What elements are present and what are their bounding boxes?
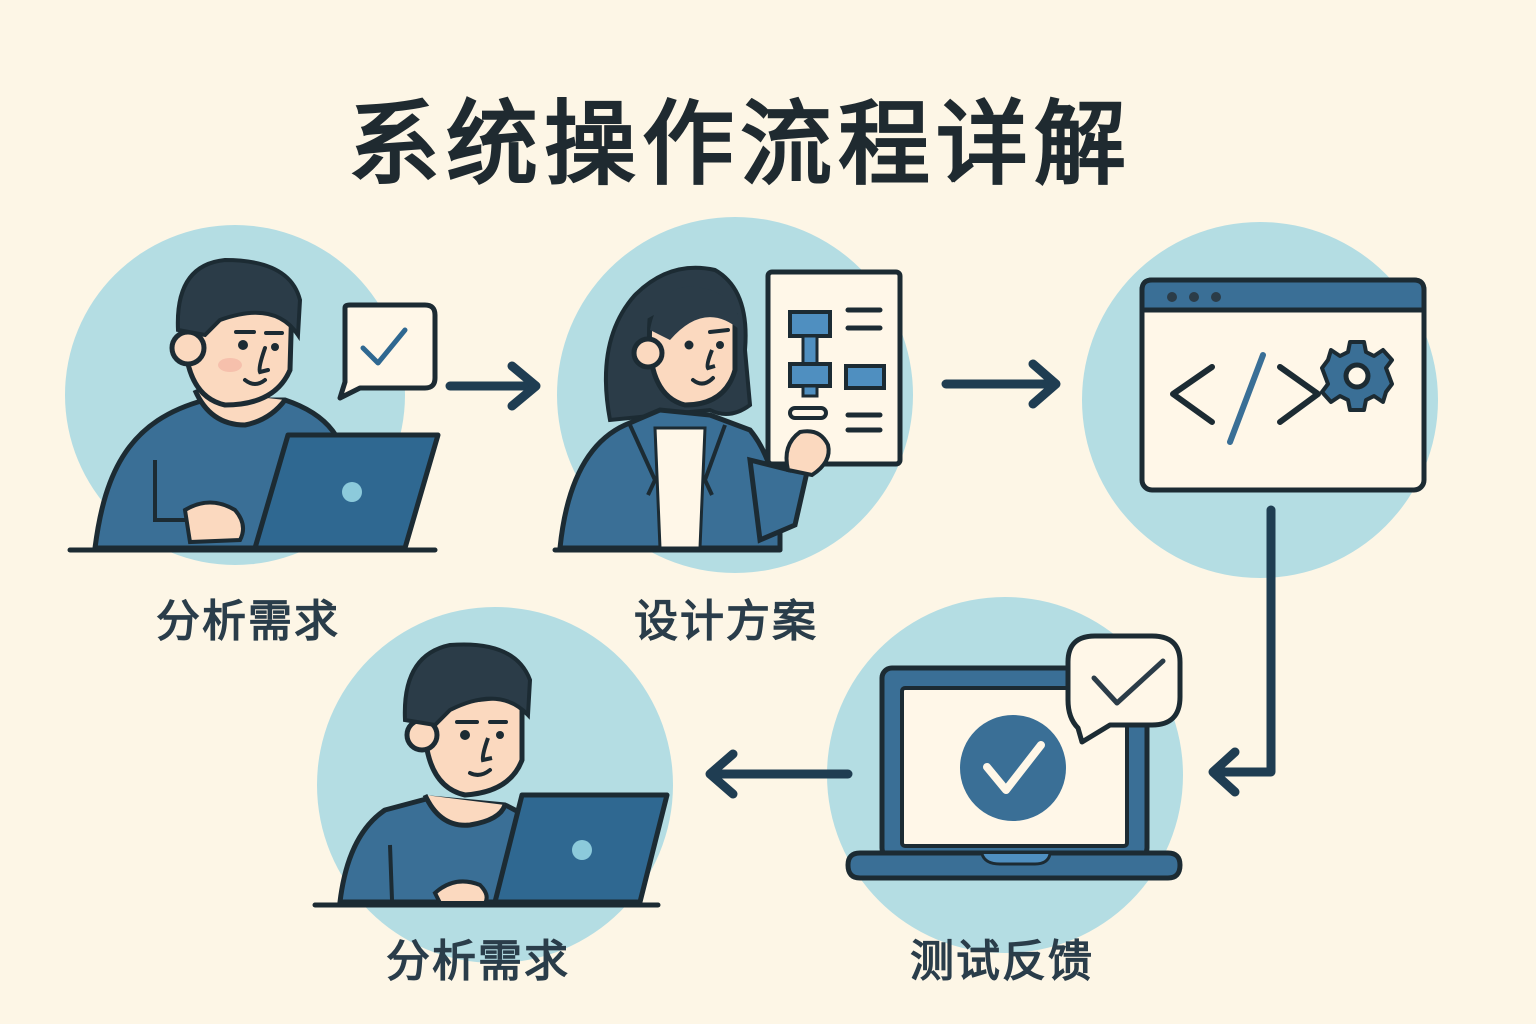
- code-window-illustration: [1082, 222, 1438, 578]
- check-circle-icon: [960, 715, 1066, 821]
- step-5-label: 分析需求: [386, 936, 570, 987]
- step-3-development: [1080, 220, 1460, 580]
- man-at-laptop-illustration: [312, 607, 673, 963]
- woman-presenting-illustration: [552, 217, 913, 573]
- step-1-label: 分析需求: [156, 596, 340, 647]
- gear-icon: [1320, 340, 1394, 412]
- step-2-design-plan: 设计方案: [550, 217, 930, 647]
- arrow-left-icon: [705, 749, 853, 799]
- step-2-label: 设计方案: [634, 596, 818, 647]
- step-1-analyze-requirements: 分析需求: [60, 220, 460, 647]
- arrow-right-icon: [445, 361, 541, 411]
- window-dot: [1189, 292, 1199, 302]
- window-dot: [1211, 292, 1221, 302]
- man-at-laptop-illustration: [65, 225, 441, 565]
- step-4-label: 测试反馈: [910, 936, 1094, 987]
- arrow-down-left-connector-icon: [1208, 505, 1276, 797]
- laptop-check-illustration: [827, 597, 1183, 953]
- page-title: 系统操作流程详解: [347, 91, 1132, 198]
- step-4-test-feedback: 测试反馈: [820, 597, 1300, 987]
- window-dot: [1167, 292, 1177, 302]
- step-5-analyze-requirements: 分析需求: [300, 600, 700, 987]
- arrow-right-icon: [941, 359, 1061, 409]
